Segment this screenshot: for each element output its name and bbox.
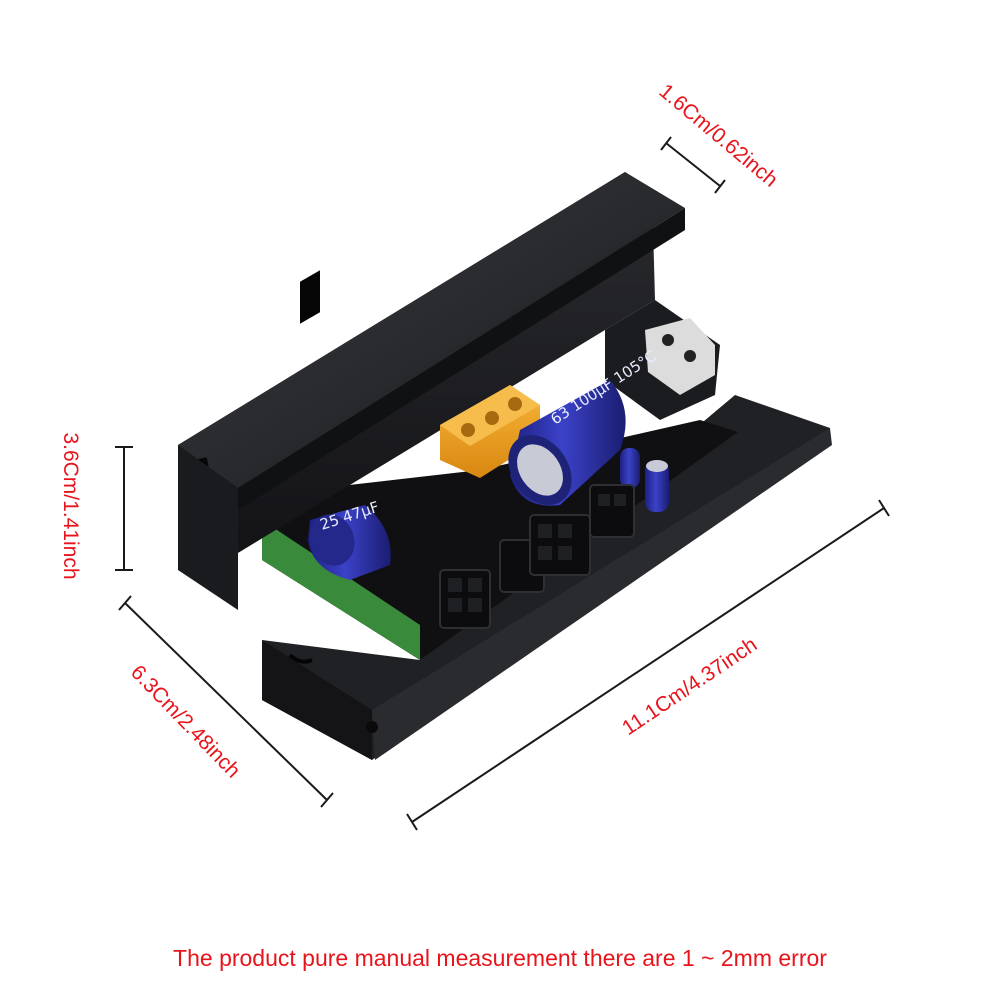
length-dimension-line: [411, 507, 885, 823]
mount-hole: [366, 721, 378, 733]
heatsink-top-rail: [178, 172, 685, 488]
mosfet-row: [300, 270, 320, 324]
width-dimension-line: [124, 602, 328, 801]
small-capacitor-left: 25 47μF: [308, 498, 391, 580]
dimension-lines: [115, 136, 890, 831]
small-capacitor-right: [620, 448, 669, 512]
housing-base-plate: [262, 395, 830, 760]
thickness-dimension-line: [665, 142, 721, 187]
housing-front-flange: [262, 640, 372, 760]
signal-connector-pins: [448, 494, 626, 612]
measurement-error-note: The product pure manual measurement ther…: [173, 945, 827, 971]
housing-left-end: [178, 445, 238, 610]
height-dimension-label: 3.6Cm/1.41inch: [59, 432, 82, 580]
power-input-connector: [605, 300, 720, 420]
mount-slot: [288, 653, 313, 664]
pcb-edge-green: [262, 520, 420, 660]
housing-right-rail: [372, 428, 832, 760]
heatsink-top-rail-front: [238, 208, 685, 510]
